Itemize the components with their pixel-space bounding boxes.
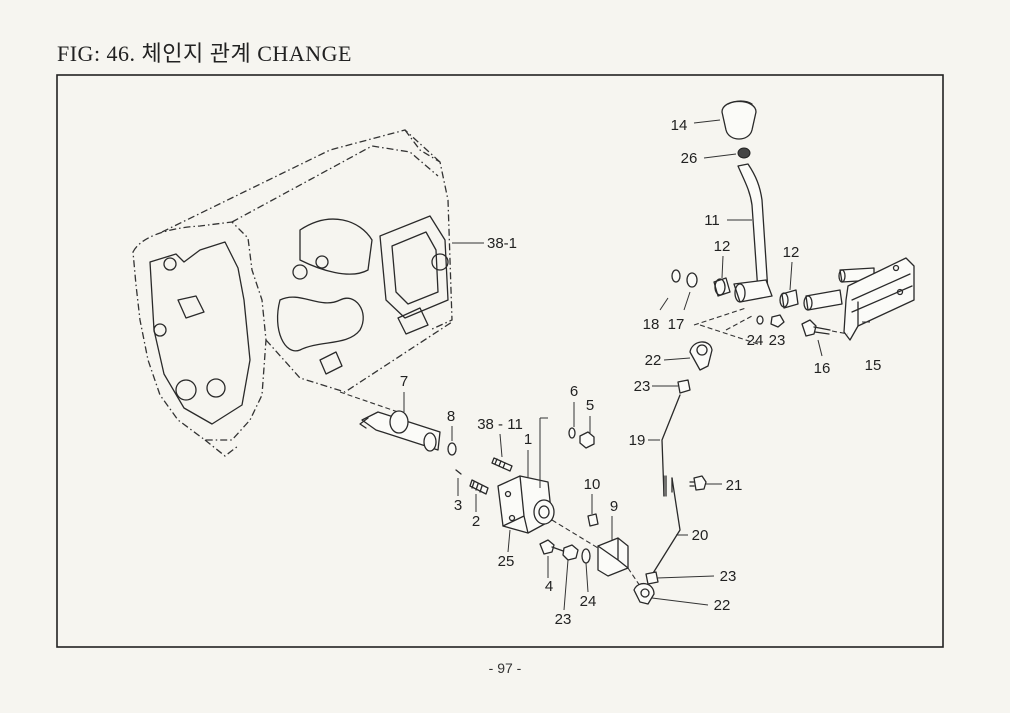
callout-1: 1 — [524, 431, 532, 448]
figure-title: FIG: 46. 체인지 관계 CHANGE — [57, 41, 352, 66]
callout-8: 8 — [447, 408, 455, 425]
assembly-line-1 — [551, 519, 599, 549]
callout-23-lower-right: 23 — [720, 568, 737, 585]
callout-18: 18 — [643, 316, 660, 333]
ball-joint-top — [689, 341, 713, 371]
callout-11: 11 — [704, 212, 720, 229]
spring — [737, 147, 751, 159]
bolt-38-11 — [491, 457, 513, 472]
nut-23-rod — [677, 379, 691, 394]
leader-lines — [403, 119, 870, 611]
callout-9: 9 — [610, 498, 618, 515]
lever-block — [597, 537, 629, 577]
shift-lever — [737, 163, 769, 293]
callout-38-11: 38 - 11 — [477, 416, 523, 433]
ball-joint-lower — [633, 583, 655, 605]
callout-14: 14 — [671, 117, 688, 134]
callout-22-lower-right: 22 — [714, 597, 731, 614]
assembly-lines-pivot — [693, 307, 759, 345]
callout-20: 20 — [692, 527, 709, 544]
pin — [455, 469, 462, 475]
callout-12-left: 12 — [714, 238, 731, 255]
callout-19: 19 — [629, 432, 646, 449]
nut-23 — [562, 544, 579, 561]
callout-5: 5 — [586, 397, 594, 414]
callout-17: 17 — [668, 316, 685, 333]
shift-knob — [721, 100, 757, 140]
callout-24-bottom: 24 — [580, 593, 597, 610]
callout-12-right: 12 — [783, 244, 800, 261]
bolt — [469, 479, 489, 495]
callout-15: 15 — [865, 357, 882, 374]
shift-housing — [497, 475, 555, 534]
callout-22-top: 22 — [645, 352, 662, 369]
nut — [579, 431, 595, 449]
lever-bracket — [838, 257, 915, 341]
bolt-21 — [689, 475, 707, 491]
assembly-line-16 — [831, 330, 849, 335]
washer-24-top — [756, 315, 764, 325]
callout-26: 26 — [681, 150, 698, 167]
assembly-line-9 — [627, 567, 641, 587]
assembly-line-5 — [539, 417, 548, 488]
callout-23-bottom: 23 — [555, 611, 572, 628]
shift-shaft — [359, 410, 441, 452]
callout-38-1: 38-1 — [487, 235, 517, 252]
callout-25: 25 — [498, 553, 515, 570]
diagram-frame — [56, 74, 944, 648]
transmission-case — [132, 129, 453, 457]
washer — [568, 427, 576, 439]
nut-23-top — [770, 314, 785, 328]
callout-23-rod: 23 — [634, 378, 651, 395]
pin-10 — [587, 513, 599, 527]
washer-24 — [581, 548, 591, 564]
o-ring — [447, 442, 457, 456]
pivot-assembly — [671, 269, 843, 311]
callout-7: 7 — [400, 373, 408, 390]
callout-6: 6 — [570, 383, 578, 400]
nut-23-lower — [645, 571, 659, 585]
callout-21: 21 — [726, 477, 743, 494]
callout-10: 10 — [584, 476, 601, 493]
callout-2: 2 — [472, 513, 480, 530]
rod-19-thread — [663, 475, 667, 497]
rod-20 — [649, 477, 681, 579]
bolt-4 — [539, 539, 567, 555]
page-number: - 97 - — [488, 660, 522, 676]
callout-4: 4 — [545, 578, 553, 595]
rod-19 — [661, 394, 681, 497]
bolt-16 — [801, 319, 831, 337]
callout-23-top: 23 — [769, 332, 786, 349]
assembly-line-7 — [339, 391, 399, 413]
callout-24-top: 24 — [747, 332, 764, 349]
callout-16: 16 — [814, 360, 831, 377]
callout-3: 3 — [454, 497, 462, 514]
